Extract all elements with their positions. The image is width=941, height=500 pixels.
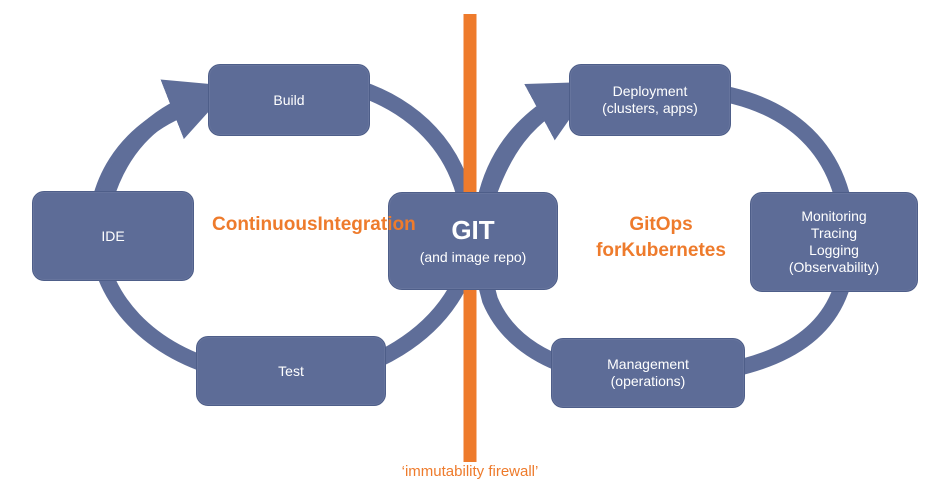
build-node: Build — [208, 64, 370, 136]
test-node: Test — [196, 336, 386, 406]
text-line: Continuous — [212, 214, 318, 235]
deployment-node: Deployment(clusters, apps) — [569, 64, 731, 136]
ci-loop-arrow — [97, 79, 232, 203]
gitops-for-kubernetes-label: GitOps forKubernetes — [586, 212, 736, 264]
text-line: Test — [278, 362, 304, 379]
gitops-loop-arrow — [482, 81, 596, 193]
continuous-integration-label: ContinuousIntegration — [212, 212, 416, 238]
text-line: IDE — [101, 227, 125, 244]
text-line: Deployment — [612, 83, 688, 99]
text-line: Integration — [317, 214, 416, 235]
text-line: Logging — [809, 242, 859, 258]
text-line: GitOps for — [596, 214, 693, 261]
git-subtitle: (and image repo) — [419, 249, 527, 265]
text-line: (Observability) — [788, 259, 880, 275]
git-title: GIT — [451, 215, 495, 245]
management-node: Management(operations) — [551, 338, 745, 408]
text-line: Tracing — [810, 225, 858, 241]
text-line: (clusters, apps) — [602, 100, 698, 116]
text-line: Build — [273, 91, 305, 108]
text-line: Kubernetes — [621, 240, 726, 261]
text-line: Monitoring — [801, 208, 867, 224]
text-line: (operations) — [610, 373, 686, 389]
ide-node: IDE — [32, 191, 194, 281]
git-hub-node: GIT (and image repo) — [388, 192, 558, 290]
immutability-firewall-label: ‘immutability firewall’ — [401, 463, 539, 480]
text-line: Management — [607, 356, 689, 372]
